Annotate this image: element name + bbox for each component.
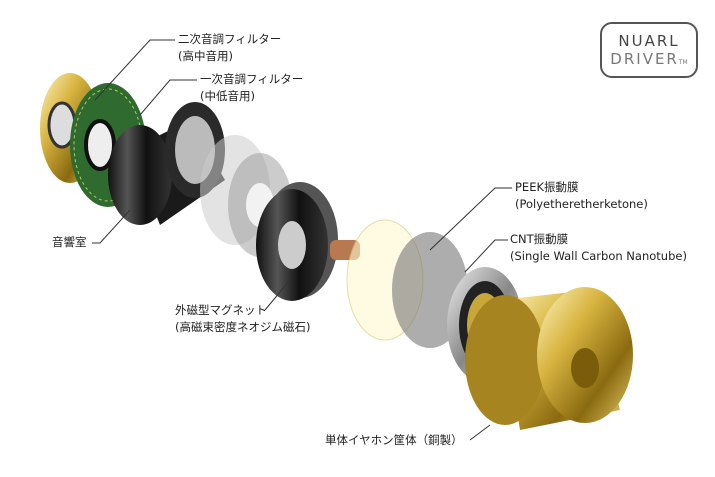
- magnet: [256, 182, 338, 301]
- leader-lines: [92, 39, 512, 441]
- logo-line1: NUARL: [618, 32, 680, 50]
- label-acoustic-chamber: 音響室: [52, 234, 87, 251]
- housing: [465, 287, 633, 430]
- label-primary-filter: 一次音調フィルター (中低音用): [200, 71, 303, 105]
- label-title: 単体イヤホン筐体（銅製）: [325, 433, 463, 447]
- logo-tm: TM: [678, 59, 688, 66]
- label-subtitle: (Single Wall Carbon Nanotube): [510, 249, 687, 263]
- label-peek-diaphragm: PEEK振動膜 (Polyetheretherketone): [515, 179, 648, 213]
- acoustic-chamber: [108, 102, 225, 225]
- label-subtitle: (高中音用): [178, 49, 233, 63]
- label-subtitle: (Polyetheretherketone): [515, 197, 648, 211]
- label-title: 一次音調フィルター: [200, 72, 304, 86]
- label-title: PEEK振動膜: [515, 180, 579, 194]
- label-title: 外磁型マグネット: [175, 303, 267, 317]
- label-subtitle: (高磁束密度ネオジム磁石): [175, 320, 311, 334]
- label-housing: 単体イヤホン筐体（銅製）: [325, 432, 463, 449]
- logo-line2: DRIVER: [610, 50, 679, 68]
- label-cnt-diaphragm: CNT振動膜 (Single Wall Carbon Nanotube): [510, 231, 687, 265]
- label-subtitle: (中低音用): [200, 89, 255, 103]
- label-secondary-filter: 二次音調フィルター (高中音用): [178, 31, 281, 65]
- nuarl-driver-logo: NUARL DRIVERTM: [600, 22, 698, 78]
- label-title: 二次音調フィルター: [178, 32, 282, 46]
- label-magnet: 外磁型マグネット (高磁束密度ネオジム磁石): [175, 302, 310, 336]
- label-title: CNT振動膜: [510, 232, 569, 246]
- label-title: 音響室: [52, 235, 87, 249]
